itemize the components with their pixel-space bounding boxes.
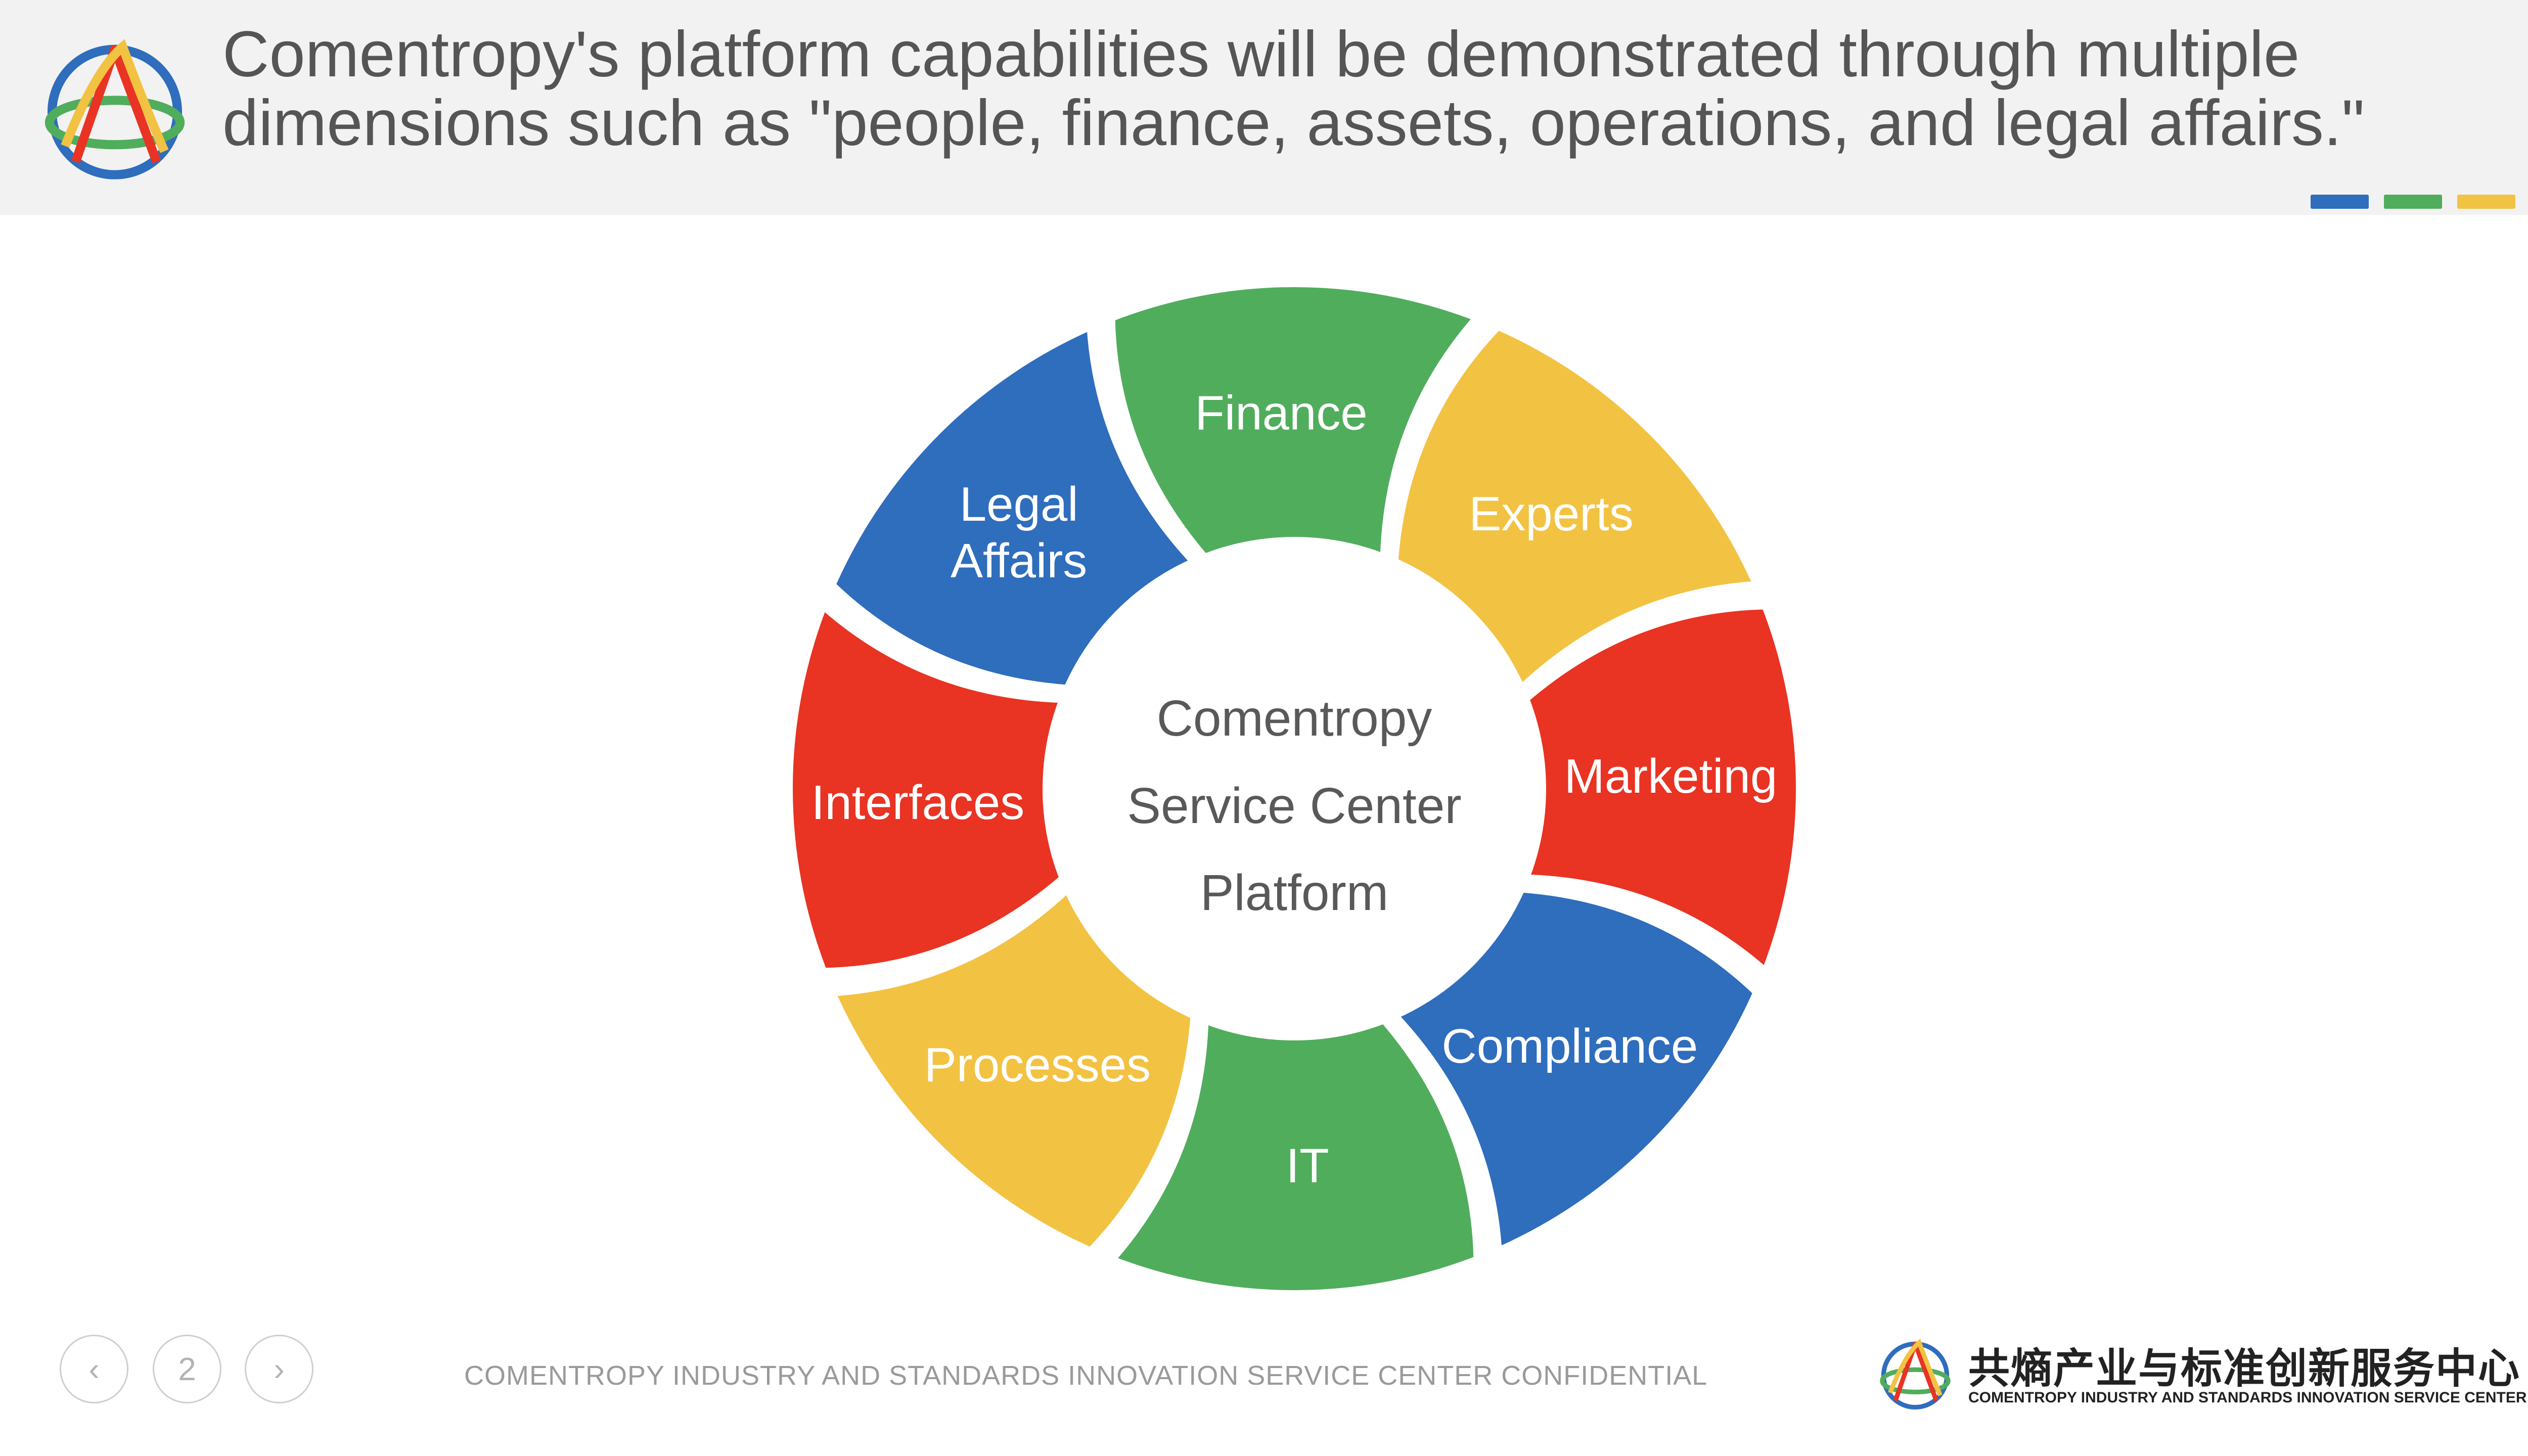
accent-bar-green — [2384, 195, 2442, 209]
org-name-chinese: 共熵产业与标准创新服务中心 — [1968, 1345, 2521, 1393]
cycle-label-experts: Experts — [1469, 487, 1633, 541]
next-page-button[interactable]: › — [245, 1335, 313, 1403]
comentropy-logo — [44, 39, 185, 179]
center-label: Comentropy Service Center Platform — [1127, 690, 1461, 921]
cycle-label-it: IT — [1286, 1139, 1329, 1193]
cycle-segment-compliance — [1390, 884, 1762, 1256]
title-line-2: dimensions such as "people, finance, ass… — [222, 87, 2365, 159]
page-number[interactable]: 2 — [153, 1335, 221, 1403]
center-label-line-1: Comentropy — [1157, 690, 1432, 747]
cycle-segment-interfaces — [785, 601, 1068, 976]
page-number-label: 2 — [178, 1351, 196, 1387]
comentropy-logo-footer — [1880, 1338, 1951, 1410]
cycle-segment-experts — [1390, 322, 1762, 693]
cycle-label-interfaces: Interfaces — [811, 776, 1025, 830]
center-label-line-2: Service Center — [1127, 778, 1461, 834]
cycle-segment-legal-affairs — [827, 322, 1199, 693]
chevron-left-icon: ‹ — [88, 1351, 100, 1387]
cycle-segment-finance — [1107, 279, 1482, 562]
prev-page-button[interactable]: ‹ — [60, 1335, 128, 1403]
center-label-line-3: Platform — [1200, 864, 1388, 921]
chevron-right-icon: › — [274, 1351, 285, 1387]
header-bar: Comentropy's platform capabilities will … — [0, 0, 2528, 215]
cycle-label-finance: Finance — [1195, 386, 1368, 440]
cycle-segment-it — [1107, 1015, 1482, 1298]
cycle-label-compliance: Compliance — [1441, 1019, 1698, 1073]
cycle-segments — [785, 279, 1804, 1298]
cycle-label-marketing: Marketing — [1564, 749, 1778, 803]
title-line-1: Comentropy's platform capabilities will … — [222, 18, 2300, 90]
org-name-english: COMENTROPY INDUSTRY AND STANDARDS INNOVA… — [1968, 1389, 2527, 1406]
page-title: Comentropy's platform capabilities will … — [222, 20, 2528, 158]
accent-bar-blue — [2311, 195, 2369, 209]
cycle-segment-marketing — [1521, 601, 1804, 976]
cycle-label-processes: Processes — [924, 1038, 1151, 1092]
confidential-notice: COMENTROPY INDUSTRY AND STANDARDS INNOVA… — [464, 1360, 1708, 1391]
cycle-segment-processes — [827, 884, 1199, 1256]
accent-bar-yellow — [2457, 195, 2515, 209]
